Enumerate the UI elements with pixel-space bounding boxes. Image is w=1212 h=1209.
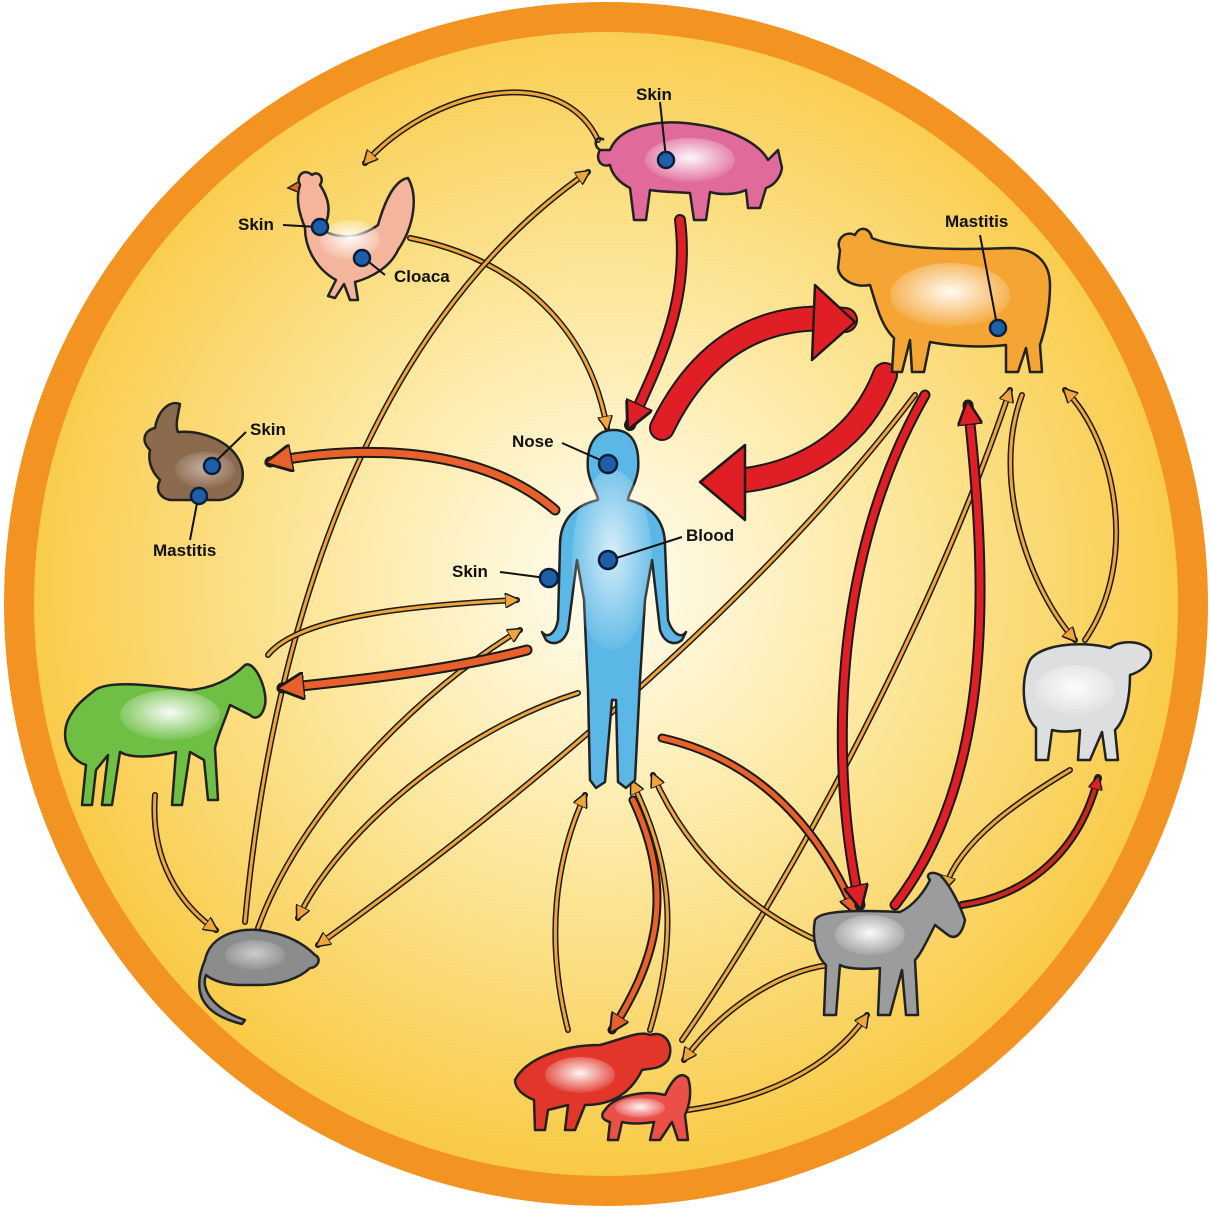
human-skin-marker xyxy=(540,569,558,587)
human-nose-marker xyxy=(599,455,617,473)
chicken-skin-marker xyxy=(312,219,328,235)
rabbit-mastitis-marker xyxy=(191,488,207,504)
pig-skin-label: Skin xyxy=(636,85,672,104)
cow-mastitis-label: Mastitis xyxy=(945,212,1008,231)
human-blood-label: Blood xyxy=(686,526,734,545)
rabbit-skin-label: Skin xyxy=(250,420,286,439)
chicken-cloaca-label: Cloaca xyxy=(394,267,450,286)
rabbit-skin-marker xyxy=(204,458,220,474)
human-nose-label: Nose xyxy=(512,432,554,451)
chicken-cloaca-marker xyxy=(354,250,370,266)
human-blood-marker xyxy=(599,551,617,569)
cow-mastitis-marker xyxy=(990,320,1006,336)
pig-skin-marker xyxy=(658,152,674,168)
rabbit-mastitis-label: Mastitis xyxy=(153,541,216,560)
human-skin-label: Skin xyxy=(452,562,488,581)
chicken-skin-label: Skin xyxy=(238,215,274,234)
